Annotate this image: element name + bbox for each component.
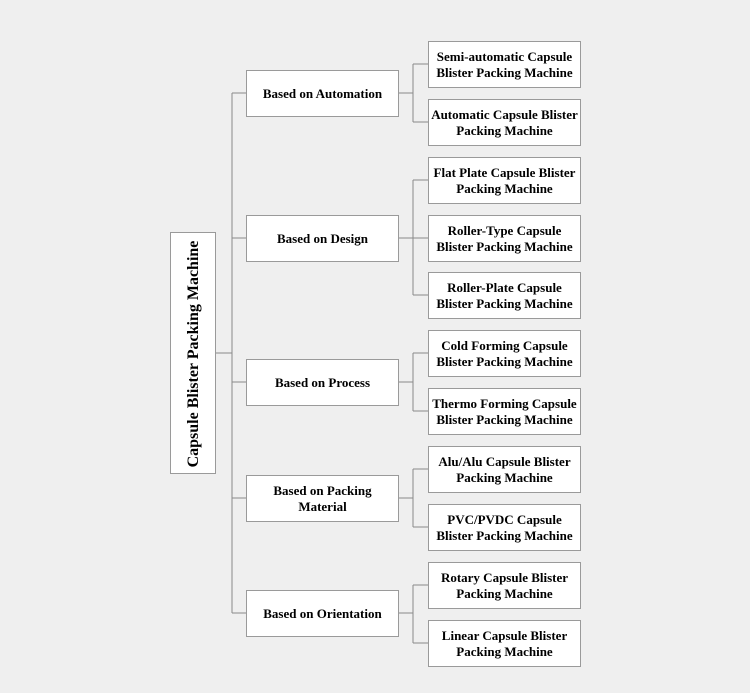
category-node-packing-material: Based on Packing Material	[246, 475, 399, 522]
leaf-label: Semi-automatic Capsule Blister Packing M…	[436, 48, 573, 80]
category-node-process: Based on Process	[246, 359, 399, 406]
leaf-node: Cold Forming Capsule Blister Packing Mac…	[428, 330, 581, 377]
leaf-node: Semi-automatic Capsule Blister Packing M…	[428, 41, 581, 88]
leaf-label: Linear Capsule Blister Packing Machine	[441, 627, 568, 659]
root-node-label: Capsule Blister Packing Machine	[185, 240, 202, 468]
leaf-node: Linear Capsule Blister Packing Machine	[428, 620, 581, 667]
category-label: Based on Automation	[262, 85, 383, 101]
leaf-label: Roller-Type Capsule Blister Packing Mach…	[436, 222, 573, 254]
leaf-node: Alu/Alu Capsule Blister Packing Machine	[428, 446, 581, 493]
leaf-node: PVC/PVDC Capsule Blister Packing Machine	[428, 504, 581, 551]
leaf-label: Cold Forming Capsule Blister Packing Mac…	[436, 337, 573, 369]
leaf-label: Automatic Capsule Blister Packing Machin…	[431, 106, 578, 138]
leaf-node: Thermo Forming Capsule Blister Packing M…	[428, 388, 581, 435]
category-node-design: Based on Design	[246, 215, 399, 262]
leaf-label: Roller-Plate Capsule Blister Packing Mac…	[436, 279, 573, 311]
leaf-label: Thermo Forming Capsule Blister Packing M…	[432, 395, 577, 427]
leaf-node: Rotary Capsule Blister Packing Machine	[428, 562, 581, 609]
leaf-label: Flat Plate Capsule Blister Packing Machi…	[433, 164, 576, 196]
category-node-automation: Based on Automation	[246, 70, 399, 117]
leaf-node: Roller-Plate Capsule Blister Packing Mac…	[428, 272, 581, 319]
category-label: Based on Packing Material	[273, 482, 372, 514]
leaf-label: PVC/PVDC Capsule Blister Packing Machine	[436, 511, 573, 543]
leaf-node: Roller-Type Capsule Blister Packing Mach…	[428, 215, 581, 262]
category-label: Based on Orientation	[263, 605, 382, 621]
leaf-node: Automatic Capsule Blister Packing Machin…	[428, 99, 581, 146]
root-node: Capsule Blister Packing Machine	[170, 232, 216, 474]
leaf-label: Rotary Capsule Blister Packing Machine	[440, 569, 569, 601]
leaf-node: Flat Plate Capsule Blister Packing Machi…	[428, 157, 581, 204]
leaf-label: Alu/Alu Capsule Blister Packing Machine	[438, 453, 571, 485]
category-label: Based on Process	[274, 374, 371, 390]
category-label: Based on Design	[276, 230, 369, 246]
category-node-orientation: Based on Orientation	[246, 590, 399, 637]
